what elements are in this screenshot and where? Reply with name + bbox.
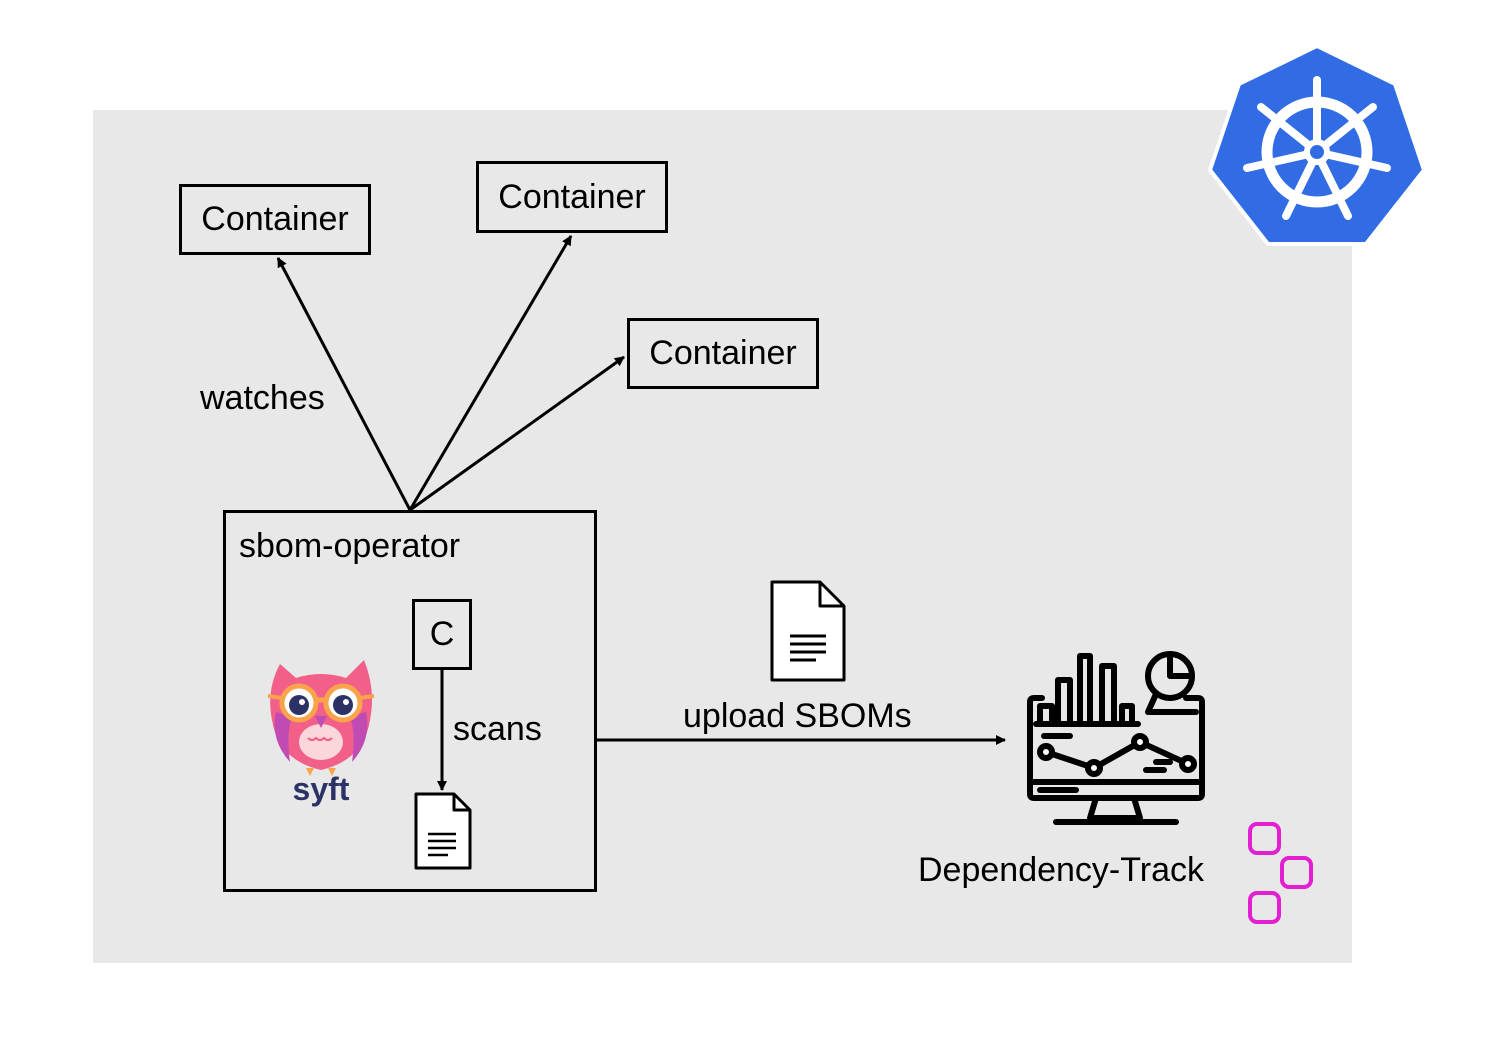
watch-arrow-1: [276, 257, 412, 511]
container-box-1: Container: [179, 184, 371, 255]
container-box-2: Container: [476, 161, 668, 233]
watch-arrow-2: [408, 235, 573, 511]
kubernetes-logo: [1208, 44, 1426, 246]
scanned-container-box: C: [412, 599, 472, 670]
syft-owl-logo: [267, 660, 375, 776]
container-label: Container: [649, 334, 797, 372]
container-box-3: Container: [627, 318, 819, 389]
upload-sboms-label: upload SBOMs: [683, 697, 912, 735]
dependency-track-monitor-icon: [1027, 651, 1205, 825]
dependency-track-logo: [1248, 822, 1313, 924]
sbom-operator-box: [223, 510, 597, 892]
sbom-operator-title: sbom-operator: [239, 527, 461, 565]
container-label: Container: [201, 200, 349, 238]
scanned-container-label: C: [429, 615, 455, 653]
container-label: Container: [498, 177, 646, 216]
scans-label: scans: [453, 710, 542, 748]
syft-wordmark: syft: [293, 771, 350, 807]
dependency-track-label: Dependency-Track: [918, 851, 1204, 889]
watch-arrow-3: [409, 355, 625, 512]
watches-label: watches: [200, 379, 325, 417]
sbom-document-icon: [414, 792, 472, 870]
upload-document-icon: [770, 580, 846, 682]
